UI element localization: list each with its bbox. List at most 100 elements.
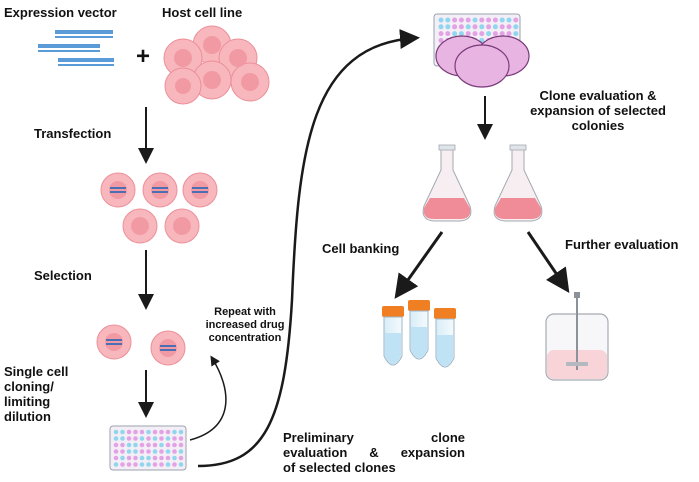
well (152, 449, 158, 454)
well (133, 436, 138, 441)
well (165, 436, 171, 441)
well (438, 31, 444, 37)
well (165, 442, 171, 448)
well (465, 31, 471, 37)
well (458, 31, 464, 37)
well (152, 455, 158, 461)
well (139, 442, 145, 448)
label-clone-evaluation: Clone evaluation & expansion of selected… (530, 88, 666, 133)
arrow-repeat (189, 355, 227, 441)
well (159, 462, 164, 467)
well (152, 429, 158, 435)
well-plate-small-icon (109, 425, 187, 471)
well (139, 462, 145, 467)
well (152, 442, 158, 448)
well (445, 24, 451, 30)
well (178, 449, 184, 454)
well (113, 449, 119, 454)
well (178, 455, 184, 461)
well (452, 31, 458, 37)
well (458, 24, 464, 30)
well (146, 455, 151, 461)
well (172, 455, 177, 461)
well (113, 455, 119, 461)
well (126, 455, 132, 461)
well (120, 436, 125, 441)
well (113, 462, 119, 467)
well (513, 17, 519, 23)
well (172, 429, 177, 435)
well (486, 31, 492, 37)
well (452, 24, 458, 30)
well (146, 442, 151, 448)
well (120, 442, 125, 448)
well (165, 455, 171, 461)
well (178, 429, 184, 435)
well (133, 449, 138, 454)
petri-dishes-icon (435, 35, 530, 88)
transfected-cells-icon (100, 172, 218, 244)
well (465, 24, 471, 30)
well (479, 17, 485, 23)
well (146, 462, 151, 467)
well (126, 449, 132, 454)
label-cell-banking: Cell banking (322, 241, 400, 256)
well (146, 449, 151, 454)
well (458, 17, 464, 23)
well (133, 462, 138, 467)
well (165, 449, 171, 454)
well (172, 442, 177, 448)
well (513, 31, 519, 37)
arrow-preliminary-expansion (197, 29, 420, 468)
well (499, 17, 505, 23)
plus-sign: + (136, 43, 151, 70)
well (438, 37, 444, 43)
well (139, 436, 145, 441)
well (113, 429, 119, 435)
well (165, 429, 171, 435)
well (506, 17, 512, 23)
well (113, 442, 119, 448)
well (159, 449, 164, 454)
well (499, 24, 505, 30)
well (172, 436, 177, 441)
well (492, 17, 498, 23)
well (159, 455, 164, 461)
host-cell-cluster-icon (163, 25, 270, 105)
well (472, 17, 478, 23)
selected-cells-icon (96, 324, 186, 366)
well (465, 17, 471, 23)
well (479, 31, 485, 37)
well (513, 24, 519, 30)
well (152, 436, 158, 441)
well (120, 462, 125, 467)
well (452, 17, 458, 23)
well (159, 429, 164, 435)
expression-vector-dna-icon (38, 30, 114, 66)
well (172, 449, 177, 454)
well (486, 17, 492, 23)
well (492, 24, 498, 30)
well (499, 31, 505, 37)
well (133, 455, 138, 461)
well (133, 442, 138, 448)
label-single-cell-cloning: Single cell cloning/ limiting dilution (4, 364, 69, 424)
well (445, 17, 451, 23)
well (165, 462, 171, 467)
well (113, 436, 119, 441)
well (126, 436, 132, 441)
well (120, 429, 125, 435)
well (126, 442, 132, 448)
well (472, 24, 478, 30)
well (139, 429, 145, 435)
well (152, 462, 158, 467)
well (126, 429, 132, 435)
well (445, 31, 451, 37)
well (120, 455, 125, 461)
well (159, 436, 164, 441)
flask-left-icon (422, 144, 472, 222)
label-selection: Selection (34, 268, 92, 283)
well (486, 24, 492, 30)
